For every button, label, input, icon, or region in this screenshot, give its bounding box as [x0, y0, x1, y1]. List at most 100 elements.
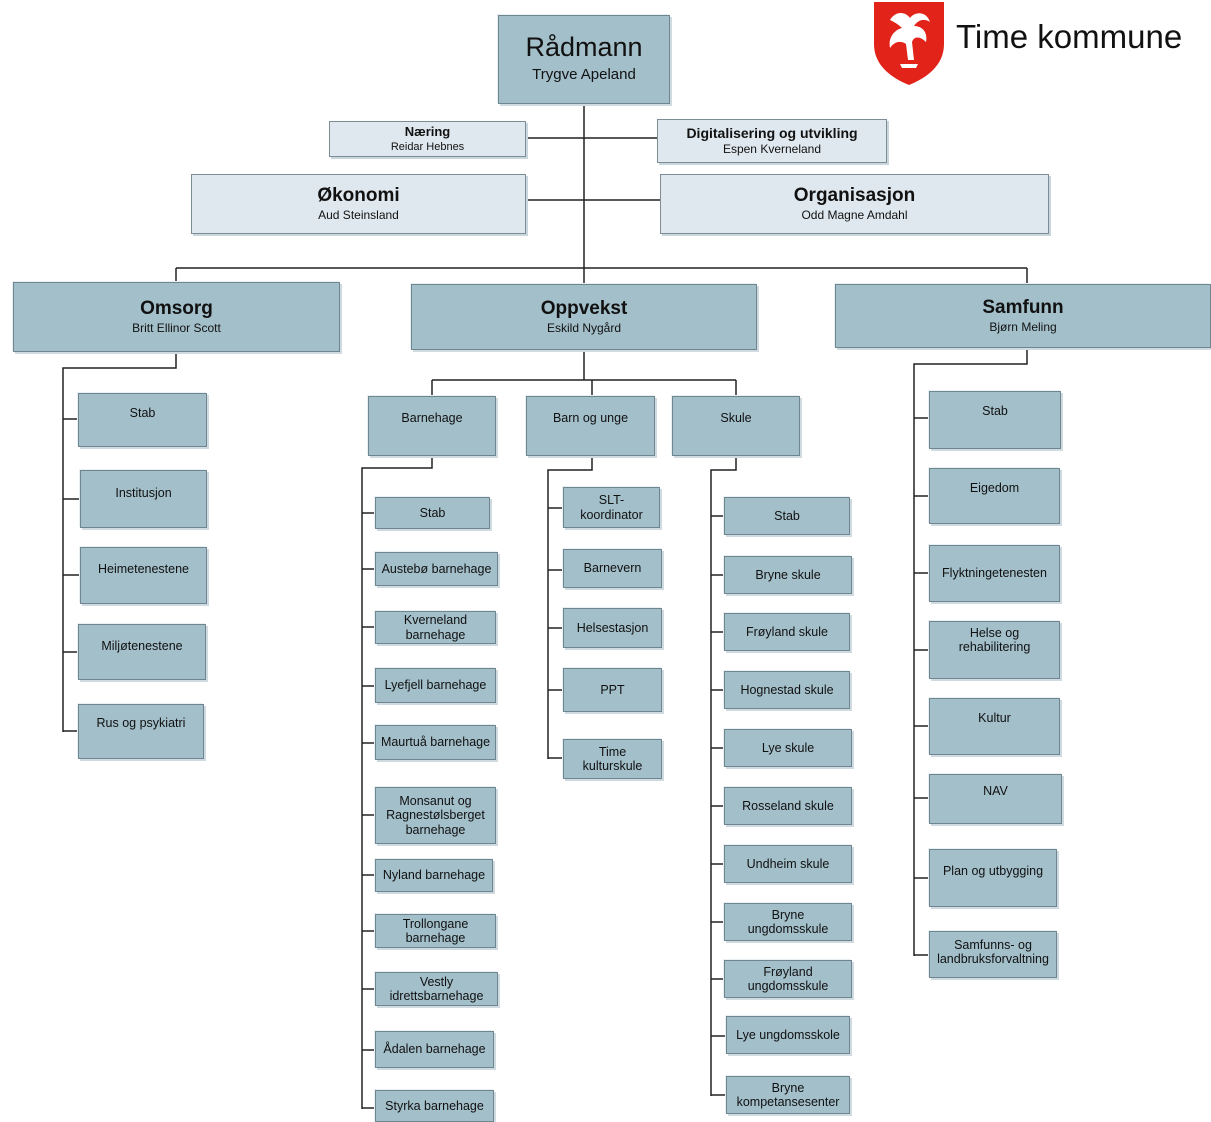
staff-box-naering: Næring Reidar Hebnes — [329, 121, 526, 157]
unit-label: Austebø barnehage — [381, 561, 492, 576]
unit-box: Frøyland ungdomsskule — [724, 960, 852, 998]
staff-box-okonomi: Økonomi Aud Steinsland — [191, 174, 526, 234]
box-title: Rådmann — [525, 32, 643, 62]
box-title: Skule — [720, 411, 752, 425]
unit-box: Frøyland skule — [724, 613, 850, 651]
staff-box-digitalisering: Digitalisering og utvikling Espen Kverne… — [657, 119, 887, 163]
municipality-logo: Time kommune — [870, 0, 1211, 86]
unit-box: Helse og rehabilitering — [929, 621, 1060, 679]
box-name: Aud Steinsland — [318, 208, 399, 223]
group-box-barn-og-unge: Barn og unge — [526, 396, 655, 456]
connector-line — [710, 456, 737, 1096]
box-title: Barnehage — [401, 411, 463, 425]
unit-box: Hognestad skule — [724, 671, 850, 709]
unit-box: Lye ungdomsskole — [726, 1016, 850, 1054]
box-title: Samfunn — [982, 297, 1064, 319]
unit-box: Monsanut og Ragnestølsberget barnehage — [375, 787, 496, 844]
unit-box: PPT — [563, 668, 662, 712]
unit-box: Kultur — [929, 698, 1060, 755]
box-title: Digitalisering og utvikling — [686, 125, 858, 142]
unit-label: Heimetenestene — [97, 562, 190, 576]
unit-box: Barnevern — [563, 549, 662, 588]
unit-label: Frøyland skule — [746, 624, 828, 639]
unit-box: Styrka barnehage — [375, 1090, 494, 1122]
box-name: Trygve Apeland — [532, 66, 636, 84]
unit-box: Trollongane barnehage — [375, 914, 496, 948]
unit-box: SLT-koordinator — [563, 487, 660, 528]
box-title: Organisasjon — [793, 185, 916, 207]
unit-label: Plan og utbygging — [942, 864, 1044, 878]
unit-label: Helse og rehabilitering — [958, 626, 1031, 655]
unit-box: Flyktningetenesten — [929, 545, 1060, 602]
unit-label: Monsanut og Ragnestølsberget barnehage — [386, 793, 485, 837]
unit-box: Undheim skule — [724, 845, 852, 883]
unit-label: SLT-koordinator — [580, 493, 643, 522]
unit-box: Stab — [78, 393, 207, 447]
box-name: Reidar Hebnes — [390, 140, 465, 153]
unit-label: Lye ungdomsskole — [736, 1027, 840, 1042]
box-name: Eskild Nygård — [546, 321, 622, 336]
unit-box: Lyefjell barnehage — [375, 668, 496, 703]
unit-box: Helsestasjon — [563, 608, 662, 648]
unit-box: Kverneland barnehage — [375, 611, 496, 644]
unit-label: Trollongane barnehage — [402, 916, 469, 945]
group-box-skule: Skule — [672, 396, 800, 456]
unit-label: Hognestad skule — [740, 682, 834, 697]
unit-label: Stab — [419, 505, 446, 520]
unit-label: Time kulturskule — [582, 744, 643, 773]
unit-label: Bryne ungdomsskule — [747, 907, 829, 936]
unit-label: Stab — [774, 508, 800, 523]
unit-label: Eigedom — [969, 481, 1020, 495]
division-box-samfunn: Samfunn Bjørn Meling — [835, 284, 1211, 348]
unit-label: Institusjon — [115, 486, 172, 500]
unit-label: Undheim skule — [746, 856, 830, 871]
staff-box-organisasjon: Organisasjon Odd Magne Amdahl — [660, 174, 1049, 234]
radmann-box: Rådmann Trygve Apeland — [498, 15, 670, 104]
unit-box: Ådalen barnehage — [375, 1031, 494, 1068]
coat-of-arms-icon — [874, 2, 944, 85]
division-box-omsorg: Omsorg Britt Ellinor Scott — [13, 282, 340, 352]
unit-box: Miljøtenestene — [78, 624, 206, 680]
box-name: Bjørn Meling — [989, 320, 1057, 335]
unit-box: Eigedom — [929, 468, 1060, 524]
unit-label: Stab — [129, 406, 156, 420]
unit-label: Kultur — [978, 711, 1011, 725]
unit-label: Frøyland ungdomsskule — [747, 964, 829, 993]
unit-label: Styrka barnehage — [385, 1098, 484, 1113]
unit-box: Heimetenestene — [80, 547, 207, 604]
box-title: Oppvekst — [540, 298, 628, 320]
box-name: Espen Kverneland — [722, 142, 822, 157]
unit-label: Maurtuå barnehage — [380, 735, 491, 750]
division-box-oppvekst: Oppvekst Eskild Nygård — [411, 284, 757, 350]
unit-box: Austebø barnehage — [375, 552, 498, 586]
connector-line — [361, 456, 433, 1109]
unit-box: Vestly idrettsbarnehage — [375, 972, 498, 1006]
box-title: Barn og unge — [552, 411, 629, 425]
unit-label: Rosseland skule — [742, 798, 834, 813]
unit-label: Barnevern — [583, 561, 642, 576]
unit-label: Miljøtenestene — [101, 639, 183, 653]
unit-label: Bryne skule — [755, 567, 821, 582]
group-box-barnehage: Barnehage — [368, 396, 496, 456]
logo-text: Time kommune — [956, 18, 1183, 55]
unit-label: Lye skule — [761, 740, 815, 755]
unit-label: Stab — [982, 404, 1008, 418]
unit-box: Samfunns- og landbruksforvaltning — [929, 931, 1057, 978]
unit-box: Institusjon — [80, 470, 207, 528]
unit-label: Samfunns- og landbruksforvaltning — [937, 938, 1049, 967]
unit-label: Nyland barnehage — [382, 868, 486, 883]
unit-box: Bryne kompetansesenter — [726, 1076, 850, 1114]
unit-label: Ådalen barnehage — [383, 1042, 486, 1057]
unit-box: Bryne skule — [724, 556, 852, 594]
box-title: Økonomi — [317, 185, 400, 207]
unit-label: Flyktningetenesten — [942, 566, 1047, 581]
unit-box: Stab — [375, 497, 490, 529]
unit-label: PPT — [600, 682, 625, 697]
box-title: Omsorg — [140, 298, 213, 320]
unit-box: Nyland barnehage — [375, 859, 493, 892]
unit-box: Lye skule — [724, 729, 852, 767]
unit-box: Time kulturskule — [563, 739, 662, 779]
box-name: Odd Magne Amdahl — [801, 208, 908, 223]
unit-box: Stab — [929, 391, 1061, 449]
